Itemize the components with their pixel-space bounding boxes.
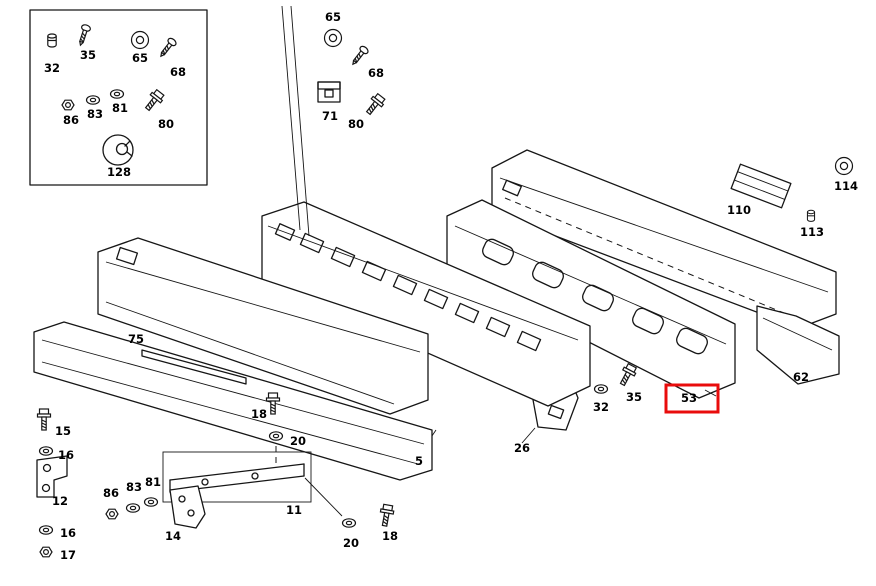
leader-line-left	[281, 5, 301, 231]
clamp-icon-128	[102, 134, 134, 166]
grommet-icon-114	[834, 156, 854, 176]
part-label-128: 128	[107, 165, 131, 179]
part-label-15: 15	[55, 424, 71, 438]
part-label-32: 32	[593, 400, 609, 414]
washer-icon-16-top	[38, 446, 54, 456]
part-label-75: 75	[128, 332, 144, 346]
part-label-80: 80	[348, 117, 364, 131]
part-label-12: 12	[52, 494, 68, 508]
part-label-17: 17	[60, 548, 76, 562]
part-label-20: 20	[343, 536, 359, 550]
washer-icon-20-bottom	[341, 518, 357, 528]
part-label-18: 18	[382, 529, 398, 543]
screw-icon-35	[75, 23, 92, 48]
part-label-68: 68	[170, 65, 186, 79]
washer-icon-32-right	[593, 384, 609, 394]
hardware-parts-box	[29, 9, 208, 186]
part-label-71: 71	[322, 109, 338, 123]
part-label-86: 86	[63, 113, 79, 127]
part-label-53: 53	[681, 391, 697, 405]
stud-icon-32	[47, 33, 57, 48]
part-label-83: 83	[126, 480, 142, 494]
bolt-icon-15	[36, 408, 52, 431]
part-label-68: 68	[368, 66, 384, 80]
bolt-icon-35-right	[616, 362, 639, 389]
part-plate-110	[730, 163, 792, 209]
part-label-18: 18	[251, 407, 267, 421]
washer-icon-83	[85, 95, 101, 105]
part-label-80: 80	[158, 117, 174, 131]
grommet-icon-65-middle	[323, 28, 343, 48]
part-rub-strip-75	[141, 349, 247, 385]
part-label-35: 35	[80, 48, 96, 62]
washer-icon-81	[109, 89, 125, 99]
part-label-81: 81	[145, 475, 161, 489]
nut-icon-86	[61, 99, 75, 111]
part-label-65: 65	[325, 10, 341, 24]
grommet-icon-65	[130, 30, 150, 50]
part-label-86: 86	[103, 486, 119, 500]
screw-icon-68-middle	[348, 44, 370, 68]
washer-icon-20-center	[268, 431, 284, 441]
bolt-icon-80-middle	[362, 91, 388, 118]
screw-icon-68	[156, 36, 178, 60]
part-label-62: 62	[793, 370, 809, 384]
part-label-83: 83	[87, 107, 103, 121]
stud-icon-113	[806, 209, 816, 222]
part-label-81: 81	[112, 101, 128, 115]
part-bracket-12	[36, 455, 68, 498]
part-label-65: 65	[132, 51, 148, 65]
part-label-113: 113	[800, 225, 824, 239]
part-label-35: 35	[626, 390, 642, 404]
bolt-icon-80	[141, 87, 167, 114]
part-lower-strip	[33, 321, 433, 481]
part-label-5: 5	[415, 454, 423, 468]
nut-icon-86-bottom	[105, 508, 119, 520]
part-endcap-62	[756, 305, 840, 385]
leader-line-right	[290, 5, 310, 237]
washer-icon-16-bottom	[38, 525, 54, 535]
part-label-11: 11	[286, 503, 302, 517]
part-bracket-14	[169, 485, 206, 529]
part-label-110: 110	[727, 203, 751, 217]
part-label-16: 16	[60, 526, 76, 540]
bolt-icon-18-bottom	[377, 503, 396, 528]
part-label-16: 16	[58, 448, 74, 462]
washer-icon-81-bottom	[143, 497, 159, 507]
part-label-114: 114	[834, 179, 858, 193]
part-bumper-shell-left	[97, 237, 429, 415]
part-label-26: 26	[514, 441, 530, 455]
clip-icon-71	[317, 81, 341, 103]
highlight-box	[664, 383, 720, 414]
part-label-32: 32	[44, 61, 60, 75]
nut-icon-17	[39, 546, 53, 558]
part-label-20: 20	[290, 434, 306, 448]
washer-icon-83-bottom	[125, 503, 141, 513]
part-label-14: 14	[165, 529, 181, 543]
